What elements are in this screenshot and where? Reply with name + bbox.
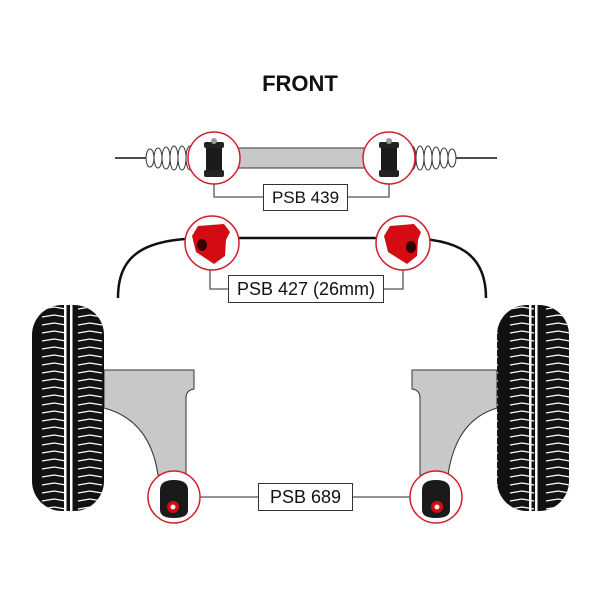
label-psb-439: PSB 439 [263, 184, 348, 211]
bush-psb439-left [187, 131, 241, 185]
rack-boot-left [145, 145, 195, 171]
bush-psb689-right [409, 470, 463, 524]
steering-rack [115, 145, 497, 171]
bush-psb439-right [362, 131, 416, 185]
diagram-title: FRONT [262, 71, 338, 96]
bush-psb427-right [375, 215, 431, 271]
tire-left [32, 305, 104, 511]
lower-arm-right [411, 369, 498, 476]
label-psb-427: PSB 427 (26mm) [228, 275, 384, 303]
bush-psb689-left [147, 470, 201, 524]
tire-right [497, 305, 569, 511]
lower-arm-left [103, 369, 195, 476]
label-psb-689: PSB 689 [258, 483, 353, 511]
bush-psb427-left [184, 215, 240, 271]
connector-lines [200, 184, 410, 498]
